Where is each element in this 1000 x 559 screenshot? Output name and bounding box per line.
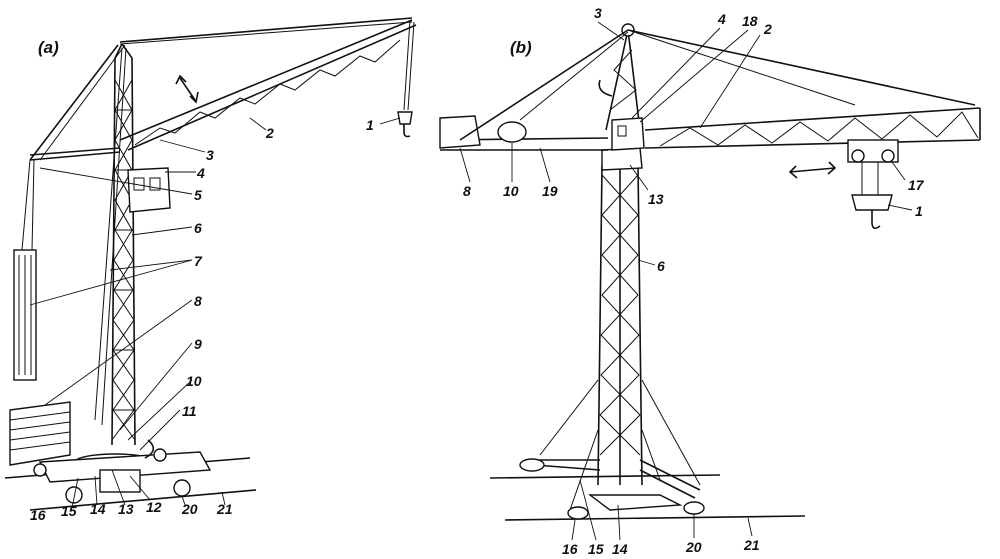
wheel-b-left — [519, 458, 545, 472]
label-b-15: 15 — [588, 541, 604, 557]
ground-line-b-upper — [489, 474, 721, 479]
label-a-1: 1 — [366, 117, 374, 133]
rail-line-b — [504, 515, 806, 521]
label-a-2: 2 — [265, 125, 274, 141]
wheel-b-20 — [683, 501, 705, 515]
label-b-21: 21 — [743, 537, 760, 553]
base-frame-a — [38, 451, 212, 483]
label-a-10: 10 — [186, 373, 202, 389]
label-b-17: 17 — [908, 177, 925, 193]
luffing-arrow-a — [179, 77, 196, 101]
wheel-a-20 — [173, 479, 191, 497]
rail-line-a — [29, 489, 257, 511]
panel-label-b: (b) — [510, 38, 532, 57]
label-b-10: 10 — [503, 183, 519, 199]
wheel-b-16 — [567, 506, 589, 520]
back-stay-a — [29, 44, 119, 161]
panel-label-a: (a) — [38, 38, 59, 57]
label-b-19: 19 — [542, 183, 558, 199]
hook-block-a — [397, 111, 413, 125]
counterweight-b — [439, 115, 481, 149]
label-a-8: 8 — [194, 293, 202, 309]
jib-stay-b — [627, 29, 976, 106]
label-a-13: 13 — [118, 501, 134, 517]
label-a-15: 15 — [61, 503, 77, 519]
crane-a: (a) — [4, 17, 417, 523]
counter-stay-b — [459, 29, 629, 141]
label-b-14: 14 — [612, 541, 628, 557]
label-a-11: 11 — [182, 403, 197, 419]
label-b-6: 6 — [657, 258, 665, 274]
cabin-b — [611, 117, 645, 151]
label-b-4: 4 — [717, 11, 726, 27]
base-block-b — [587, 494, 683, 511]
label-a-7: 7 — [194, 253, 203, 269]
slew-arrow-b — [598, 79, 613, 97]
mast-top-b — [605, 29, 629, 131]
label-a-6: 6 — [194, 220, 202, 236]
label-a-21: 21 — [216, 501, 233, 517]
label-a-12: 12 — [146, 499, 162, 515]
winch-b — [497, 121, 527, 143]
label-b-3: 3 — [594, 5, 602, 21]
crane-b: (b) — [439, 5, 981, 557]
label-a-16: 16 — [30, 507, 46, 523]
boom-a — [119, 19, 417, 151]
label-a-4: 4 — [196, 165, 205, 181]
label-a-5: 5 — [194, 187, 202, 203]
wheel-a-16 — [65, 486, 83, 504]
hook-block-b — [851, 194, 893, 211]
hook-icon-a — [403, 124, 411, 138]
label-b-18: 18 — [742, 13, 758, 29]
slew-arrow-a — [144, 439, 155, 459]
tower-b — [597, 164, 643, 486]
label-b-20: 20 — [685, 539, 702, 555]
label-a-14: 14 — [90, 501, 106, 517]
trolley-arrow-b — [789, 167, 836, 173]
label-b-1: 1 — [915, 203, 923, 219]
hook-icon-b — [871, 210, 881, 230]
label-a-9: 9 — [194, 336, 202, 352]
slewing-unit-b — [601, 147, 643, 171]
tower-a — [111, 43, 136, 446]
label-b-8: 8 — [463, 183, 471, 199]
label-b-2: 2 — [763, 21, 772, 37]
label-a-20: 20 — [181, 501, 198, 517]
label-a-3: 3 — [206, 147, 214, 163]
label-b-13: 13 — [648, 191, 664, 207]
top-cable-a — [119, 17, 413, 43]
label-b-16: 16 — [562, 541, 578, 557]
jib-b — [644, 107, 981, 149]
